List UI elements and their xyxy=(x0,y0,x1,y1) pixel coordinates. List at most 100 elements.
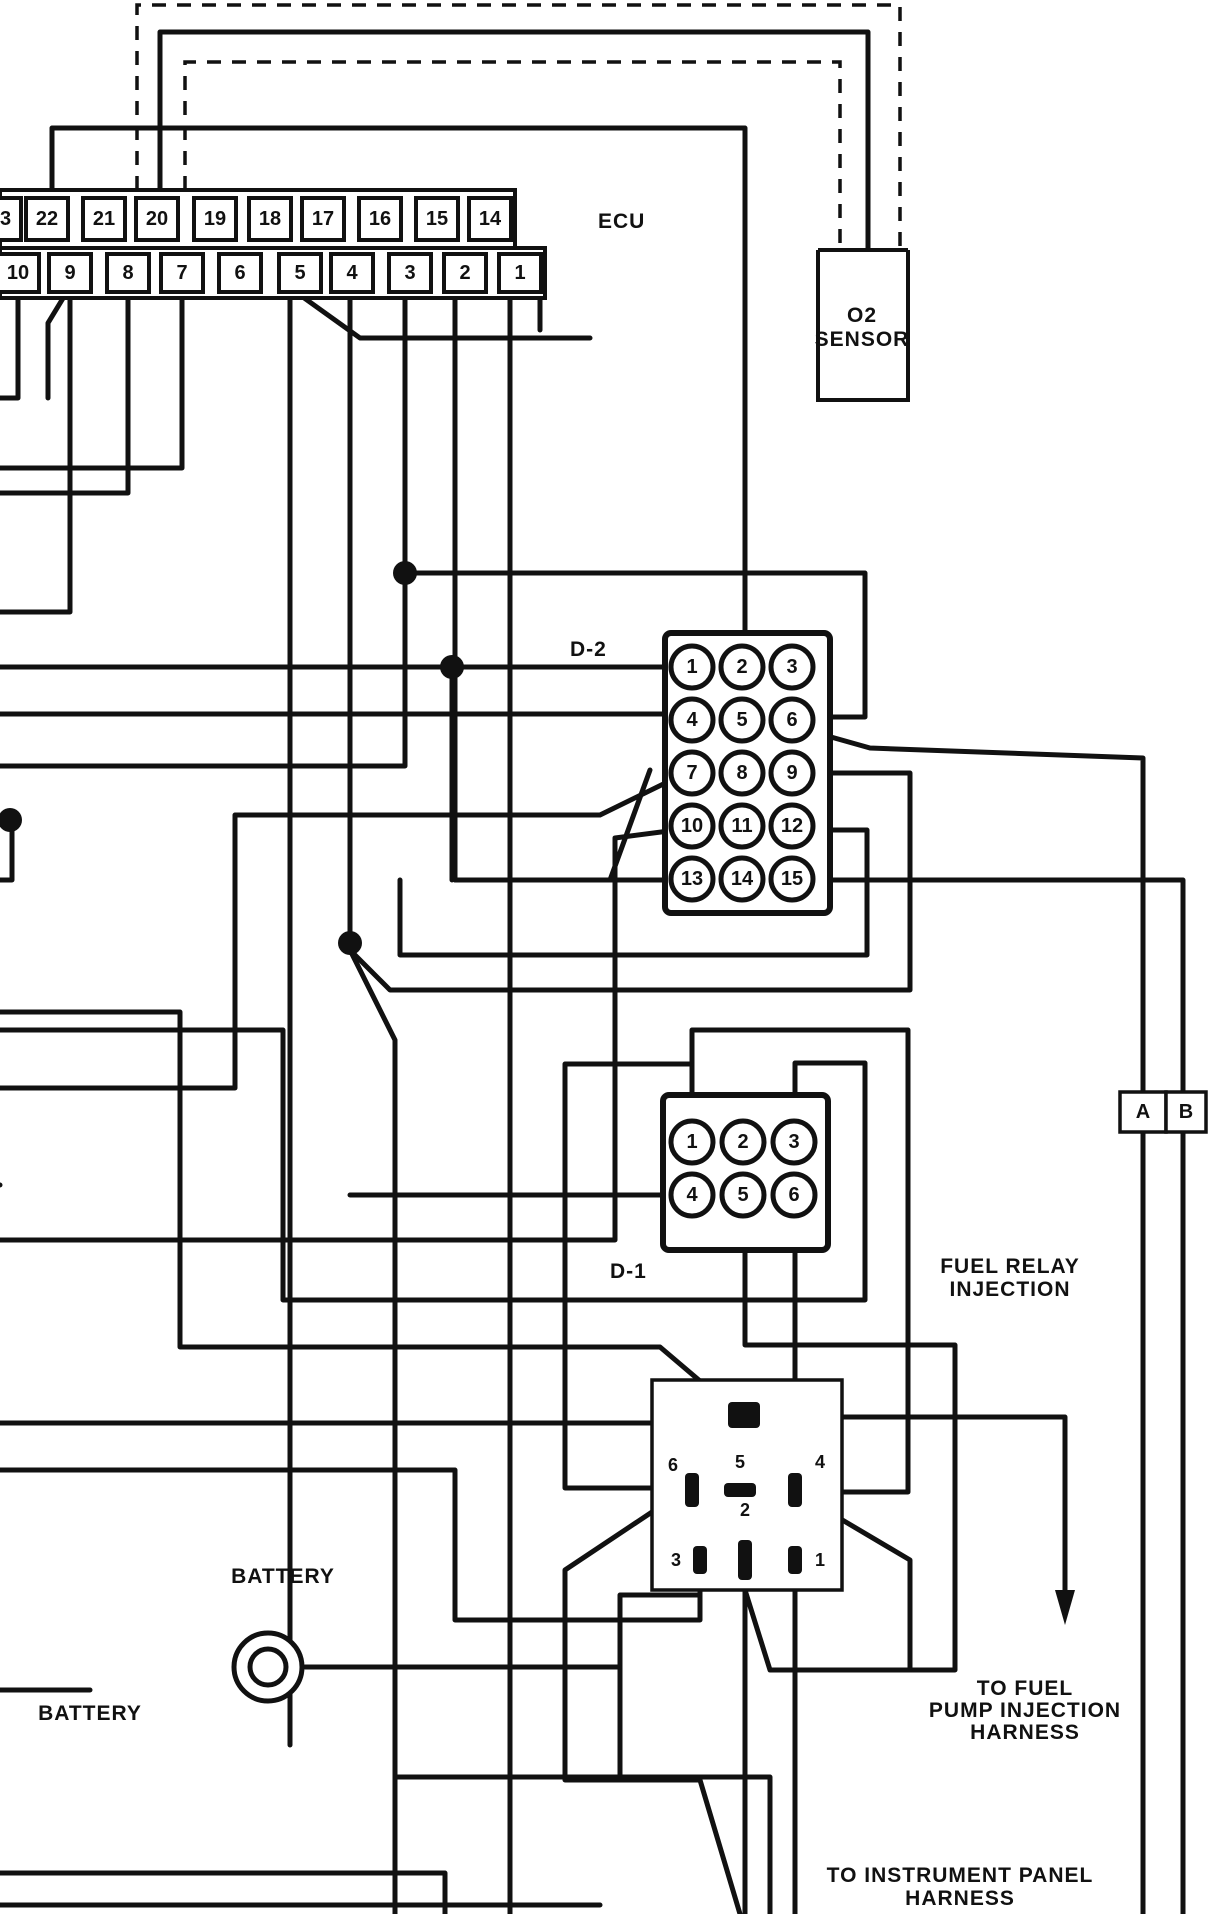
relay-top-blade xyxy=(728,1402,760,1428)
d2-pin-11-ring xyxy=(718,802,766,850)
fuel-pump-harness-label: TO FUEL PUMP INJECTION HARNESS xyxy=(929,1677,1121,1744)
d2-pin-14: 14 xyxy=(731,868,754,890)
d2-pin-12: 12 xyxy=(781,815,803,837)
relay-terminal-3: 3 xyxy=(671,1550,681,1570)
ecu-pin-1: 1 xyxy=(514,262,525,284)
relay-terminal-2: 2 xyxy=(740,1500,750,1520)
d1-pin-5-ring xyxy=(719,1171,767,1219)
ecu-top_row-cell-7 xyxy=(357,196,403,242)
d2-pin-10-ring xyxy=(668,802,716,850)
ab-connector-b-label: B xyxy=(1179,1101,1193,1123)
ecu-pin-7: 7 xyxy=(176,262,187,284)
ecu-pin-21: 21 xyxy=(93,208,115,230)
ecu-bottom_row-cell-6 xyxy=(329,252,375,294)
ecu-pin-2: 2 xyxy=(459,262,470,284)
junction-dots xyxy=(0,561,464,955)
battery-label-lower: BATTERY xyxy=(38,1702,142,1725)
o2-sensor-label-line2: SENSOR xyxy=(815,328,910,351)
d2-pin-13: 13 xyxy=(681,868,703,890)
d1-pin-6-ring xyxy=(770,1171,818,1219)
ecu-bottom_row-cell-8 xyxy=(442,252,488,294)
d2-pin-4: 4 xyxy=(686,709,698,731)
ecu-pin-23: 23 xyxy=(0,208,11,230)
battery-label-upper: BATTERY xyxy=(231,1565,335,1588)
ecu-top_row-cell-4 xyxy=(192,196,238,242)
relay-terminal-3-blade xyxy=(693,1546,707,1574)
ecu-top_row-cell-8 xyxy=(414,196,460,242)
relay-terminal-4-blade xyxy=(788,1473,802,1507)
d2-pin-3: 3 xyxy=(786,656,797,678)
d2-pin-5-ring xyxy=(718,696,766,744)
ecu-bottom_row-cell-4 xyxy=(217,252,263,294)
d2-pin-14-ring xyxy=(718,855,766,903)
d2-pin-3-ring xyxy=(768,643,816,691)
ecu-pin-5: 5 xyxy=(294,262,305,284)
ecu-pin-6: 6 xyxy=(234,262,245,284)
relay-terminal-1: 1 xyxy=(815,1550,825,1570)
d2-pin-1: 1 xyxy=(686,656,697,678)
d2-pin-12-ring xyxy=(768,802,816,850)
relay-terminal-6-blade xyxy=(685,1473,699,1507)
ecu-pin-9: 9 xyxy=(64,262,75,284)
d2-pin-11: 11 xyxy=(731,815,752,837)
ecu-pin-3: 3 xyxy=(404,262,415,284)
ecu-top_row-cell-9 xyxy=(467,196,513,242)
d2-pin-2-ring xyxy=(718,643,766,691)
ecu-pin-19: 19 xyxy=(204,208,226,230)
d2-pin-13-ring xyxy=(668,855,716,903)
ecu-pin-22: 22 xyxy=(36,208,58,230)
relay-terminal-5-blade xyxy=(724,1483,756,1497)
d2-pin-15-ring xyxy=(768,855,816,903)
ecu-pin-14: 14 xyxy=(479,208,502,230)
d2-pin-9-ring xyxy=(768,749,816,797)
d1-pin-4: 4 xyxy=(686,1184,698,1206)
fuel-relay-label-line2: INJECTION xyxy=(949,1278,1070,1301)
ecu-pin-17: 17 xyxy=(312,208,334,230)
d1-pin-3-ring xyxy=(770,1118,818,1166)
d2-pin-1-ring xyxy=(668,643,716,691)
ab-connector: A B xyxy=(1118,1090,1208,1134)
d2-pin-6-ring xyxy=(768,696,816,744)
ecu-top_row-cell-3 xyxy=(134,196,180,242)
fuel-relay-label-line1: FUEL RELAY xyxy=(940,1255,1080,1278)
ecu-bottom_row-cell-3 xyxy=(159,252,205,294)
d2-pin-8-ring xyxy=(718,749,766,797)
d1-pin-1-ring xyxy=(668,1118,716,1166)
ab-connector-a-label: A xyxy=(1136,1101,1150,1123)
d1-pin-2: 2 xyxy=(737,1131,748,1153)
ecu-top_row-cell-0 xyxy=(0,196,23,242)
d2-label: D-2 xyxy=(570,638,607,661)
ecu-label: ECU xyxy=(598,210,645,233)
d1-pin-3: 3 xyxy=(788,1131,799,1153)
ecu-pin-20: 20 xyxy=(146,208,168,230)
fuel-pump-label-line2: PUMP INJECTION xyxy=(929,1699,1121,1722)
d1-pin-4-ring xyxy=(668,1171,716,1219)
ecu-bottom_row-cell-0 xyxy=(0,252,41,294)
d1-label: D-1 xyxy=(610,1260,647,1283)
ecu-pin-15: 15 xyxy=(426,208,448,230)
ecu-pin-4: 4 xyxy=(346,262,358,284)
battery-terminal: BATTERY BATTERY xyxy=(38,1565,335,1725)
ecu-pin-8: 8 xyxy=(122,262,133,284)
d1-pin-2-ring xyxy=(719,1118,767,1166)
ecu-top_row-cell-5 xyxy=(247,196,293,242)
relay-terminal-1-blade xyxy=(788,1546,802,1574)
d2-pin-15: 15 xyxy=(781,868,803,890)
ecu-bottom_row-cell-7 xyxy=(387,252,433,294)
d2-pin-6: 6 xyxy=(786,709,797,731)
o2-sensor: O2 SENSOR xyxy=(815,248,910,402)
ecu-pin-18: 18 xyxy=(259,208,281,230)
wires xyxy=(0,29,1186,1914)
d1-pin-1: 1 xyxy=(686,1131,697,1153)
d2-pin-4-ring xyxy=(668,696,716,744)
fuel-pump-arrow xyxy=(1055,1590,1075,1625)
d2-pin-5: 5 xyxy=(736,709,747,731)
fuel-pump-label-line3: HARNESS xyxy=(970,1721,1080,1744)
relay-terminal-6: 6 xyxy=(668,1455,678,1475)
d1-pin-6: 6 xyxy=(788,1184,799,1206)
ecu-pin-16: 16 xyxy=(369,208,391,230)
relay-terminal-2-blade xyxy=(738,1540,752,1580)
